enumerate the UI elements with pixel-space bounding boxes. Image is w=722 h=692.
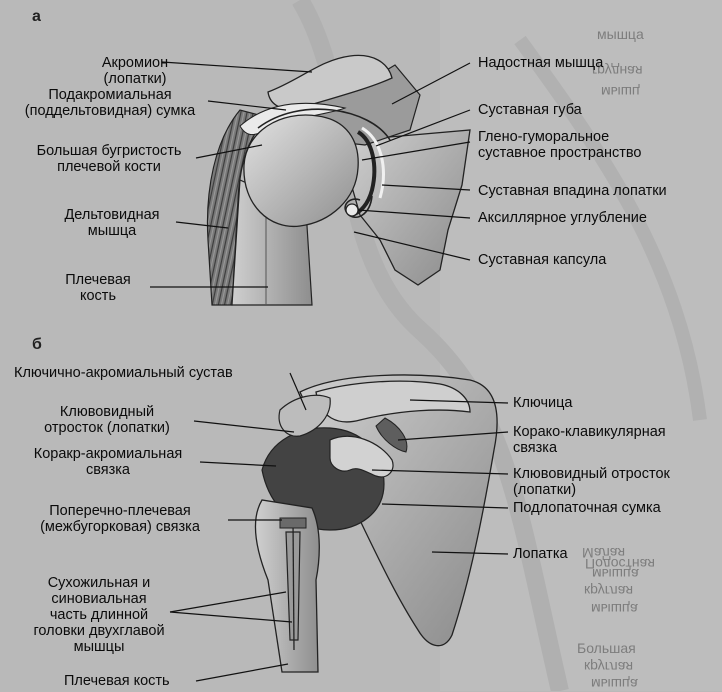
label-humerus-a: Плечевая кость xyxy=(48,272,148,304)
label-coracoid-process-right: Клювовидный отросток (лопатки) xyxy=(513,466,670,498)
panel-a-illustration xyxy=(207,55,470,305)
label-subacromial-bursa: Подакромиальная (поддельтовидная) сумка xyxy=(10,87,210,119)
bg-text-10: круглая xyxy=(584,659,633,675)
label-glenoid-fossa: Суставная впадина лопатки xyxy=(478,183,667,199)
bg-text-1: мышца xyxy=(597,26,644,42)
label-supraspinatus: Надостная мышца xyxy=(478,55,603,71)
label-greater-tubercle: Большая бугристость плечевой кости xyxy=(22,143,196,175)
label-humerus-b: Плечевая кость xyxy=(64,673,170,689)
label-labrum: Суставная губа xyxy=(478,102,582,118)
panel-letter-a: а xyxy=(32,8,41,26)
label-ac-joint: Ключично-акромиальный сустав xyxy=(14,365,233,381)
label-axillary-recess: Аксиллярное углубление xyxy=(478,210,647,226)
bg-text-6: Малая xyxy=(582,545,625,561)
transverse-humeral-ligament-b xyxy=(280,518,306,528)
label-coracoid-process-left: Клювовидный отросток (лопатки) xyxy=(18,404,196,436)
label-deltoid: Дельтовидная мышца xyxy=(50,207,174,239)
label-glenohumeral-space: Глено-гуморальное суставное пространство xyxy=(478,129,642,161)
bg-text-11: мышца xyxy=(591,676,638,692)
label-coracoclavicular-ligament: Корако-клавикулярная связка xyxy=(513,424,666,456)
bg-text-3: мышц xyxy=(601,84,640,100)
bg-text-7: круглая xyxy=(584,583,633,599)
bg-text-8: мышца xyxy=(591,601,638,617)
panel-letter-b: б xyxy=(32,336,42,354)
label-joint-capsule: Суставная капсула xyxy=(478,252,606,268)
bg-text-9: Большая xyxy=(577,640,636,656)
bg-text-5: мышца xyxy=(592,566,639,582)
label-acromion: Акромион (лопатки) xyxy=(70,55,200,87)
label-clavicle: Ключица xyxy=(513,395,573,411)
label-transverse-humeral-ligament: Поперечно-плечевая (межбугорковая) связк… xyxy=(12,503,228,535)
label-scapula: Лопатка xyxy=(513,546,568,562)
label-subscapular-bursa: Подлопаточная сумка xyxy=(513,500,661,516)
label-biceps-long-head: Сухожильная и синовиальная часть длинной… xyxy=(24,575,174,655)
humeral-head-a xyxy=(244,115,358,226)
label-coracoacromial-ligament: Коракр-акромиальная связка xyxy=(14,446,202,478)
